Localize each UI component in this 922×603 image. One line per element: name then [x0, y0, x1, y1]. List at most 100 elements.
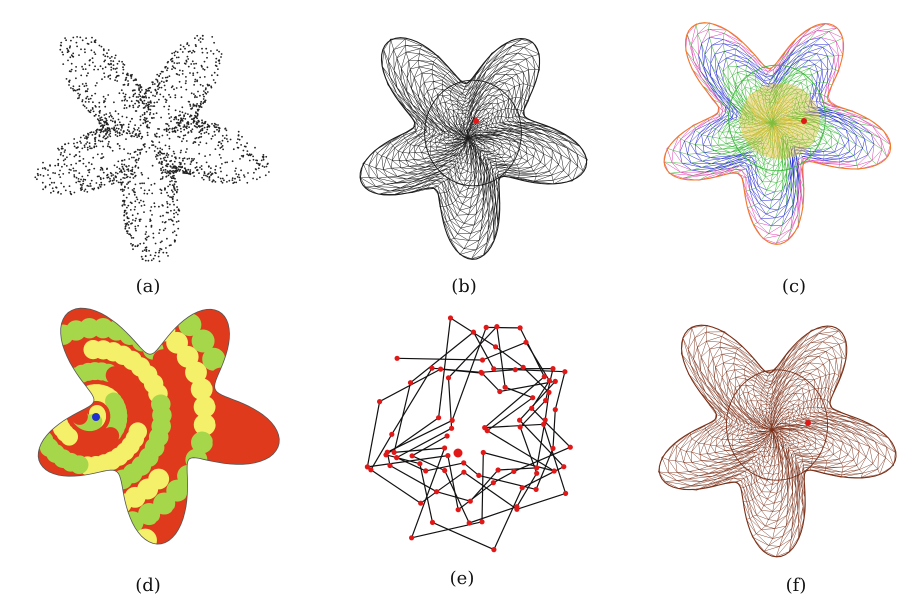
point: [62, 154, 65, 157]
point: [201, 129, 204, 132]
point: [132, 173, 134, 176]
point: [78, 155, 81, 158]
graph-node: [497, 388, 503, 395]
point: [94, 92, 97, 95]
stripe-cell: [71, 393, 89, 411]
point: [69, 190, 72, 193]
point: [128, 96, 131, 99]
point: [138, 130, 141, 133]
point: [136, 148, 139, 151]
point: [143, 92, 146, 95]
stripe-cell: [6, 421, 26, 441]
graph-node: [476, 472, 482, 478]
point: [116, 130, 118, 132]
point: [118, 60, 121, 63]
stripe-cell: [43, 468, 64, 489]
stripe-cell: [66, 518, 89, 541]
point: [85, 90, 87, 92]
point: [158, 205, 160, 208]
stripe-cell: [3, 396, 23, 416]
point: [84, 178, 87, 181]
point: [173, 230, 176, 233]
point: [98, 106, 101, 108]
point: [172, 150, 175, 153]
point: [168, 127, 171, 130]
point: [59, 153, 62, 156]
point: [104, 59, 106, 62]
stripe-cell: [193, 413, 216, 436]
point: [116, 67, 118, 70]
point: [243, 176, 246, 178]
point: [178, 74, 181, 76]
point: [213, 126, 216, 128]
graph-node: [561, 464, 567, 470]
point: [145, 90, 148, 92]
point: [98, 135, 101, 138]
point: [171, 198, 174, 201]
point: [158, 136, 161, 138]
point: [115, 180, 118, 182]
point: [121, 115, 124, 118]
point: [86, 42, 89, 45]
point: [133, 187, 136, 190]
point: [42, 175, 45, 177]
point: [115, 76, 117, 79]
point: [206, 56, 208, 59]
point: [173, 54, 176, 57]
point: [149, 121, 151, 124]
point: [165, 128, 168, 131]
point: [168, 147, 171, 150]
point: [59, 48, 62, 51]
point: [161, 221, 164, 223]
point: [137, 167, 140, 169]
point: [90, 147, 93, 150]
stripe-cell: [126, 295, 149, 303]
core-fill: [740, 83, 820, 159]
stripe-cell: [3, 337, 24, 358]
point: [211, 74, 213, 77]
point: [131, 117, 133, 120]
point: [155, 158, 158, 160]
point: [103, 135, 106, 138]
point: [83, 48, 86, 51]
point-cloud-plot: [34, 34, 270, 263]
point: [146, 236, 149, 239]
point: [148, 147, 151, 149]
point: [73, 145, 76, 148]
point: [98, 121, 101, 123]
point: [208, 179, 211, 181]
point: [178, 80, 181, 83]
stripe-cell: [53, 380, 72, 399]
point: [262, 156, 265, 159]
point: [136, 154, 139, 156]
point: [124, 93, 127, 96]
point: [145, 88, 148, 91]
graph-root-node: [453, 448, 463, 458]
point: [129, 120, 132, 123]
point: [200, 165, 203, 167]
point: [79, 159, 82, 162]
point: [69, 45, 71, 48]
graph-node: [434, 489, 440, 495]
point: [78, 54, 80, 56]
point: [112, 60, 115, 63]
graph-edge: [543, 424, 567, 494]
graph-node: [409, 535, 415, 541]
point: [138, 218, 141, 221]
point: [116, 132, 119, 134]
point: [65, 78, 68, 80]
point: [165, 130, 168, 133]
stripe-cell: [48, 391, 67, 410]
graph-edge: [447, 455, 459, 510]
point: [144, 95, 147, 97]
graph-node: [519, 485, 525, 491]
point: [184, 112, 187, 115]
point: [115, 127, 118, 130]
point: [161, 160, 163, 163]
point: [199, 83, 202, 86]
point: [103, 100, 105, 102]
point: [181, 111, 184, 114]
point: [181, 51, 184, 53]
point: [123, 148, 125, 151]
graph-node: [394, 455, 400, 461]
